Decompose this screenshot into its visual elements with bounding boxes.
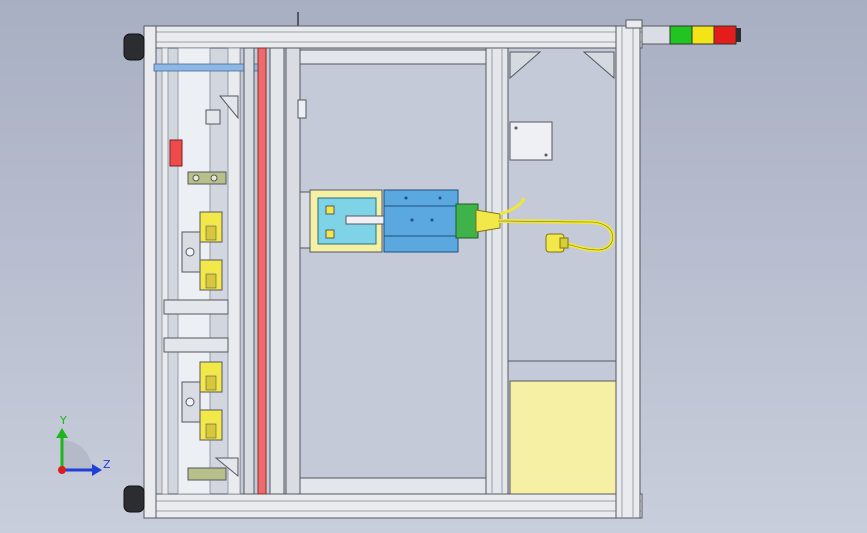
stack-light-yellow-segment	[691, 25, 715, 45]
stack-light-green-segment	[669, 25, 693, 45]
green-coupler	[455, 203, 479, 239]
blue-cylinder	[383, 189, 459, 253]
stack-light-base	[641, 25, 671, 45]
bottom-rail	[143, 493, 643, 519]
vertical-slide	[243, 47, 307, 495]
left-assembly	[123, 33, 263, 513]
red-indicator-block	[169, 139, 183, 167]
red-slide-rail	[257, 47, 267, 495]
sensor-cable	[497, 197, 615, 253]
pale-yellow-panel	[509, 380, 617, 495]
left-foot-top	[123, 33, 145, 61]
z-axis-arrowhead	[92, 464, 102, 476]
inner-bottom-beam	[299, 477, 487, 495]
green-clamp	[187, 467, 227, 481]
stack-light-red-segment	[713, 25, 737, 45]
z-axis-label: Z	[103, 458, 111, 471]
actuator-assembly	[299, 189, 501, 253]
stack-light	[297, 12, 741, 45]
y-axis-label: Y	[59, 414, 67, 427]
triad-plane-shadow	[62, 440, 92, 470]
yellow-connector	[475, 209, 501, 233]
right-post	[615, 25, 641, 519]
corner-bracket	[582, 51, 615, 80]
triad-origin	[58, 466, 66, 474]
top-rail	[143, 25, 643, 49]
axis-triad: Y Z	[56, 414, 111, 476]
corner-bracket	[509, 51, 542, 80]
left-post	[143, 25, 157, 519]
left-foot-bottom	[123, 485, 145, 513]
inner-top-beam	[299, 49, 487, 65]
y-axis-arrowhead	[56, 428, 68, 438]
middle-post	[485, 47, 509, 495]
